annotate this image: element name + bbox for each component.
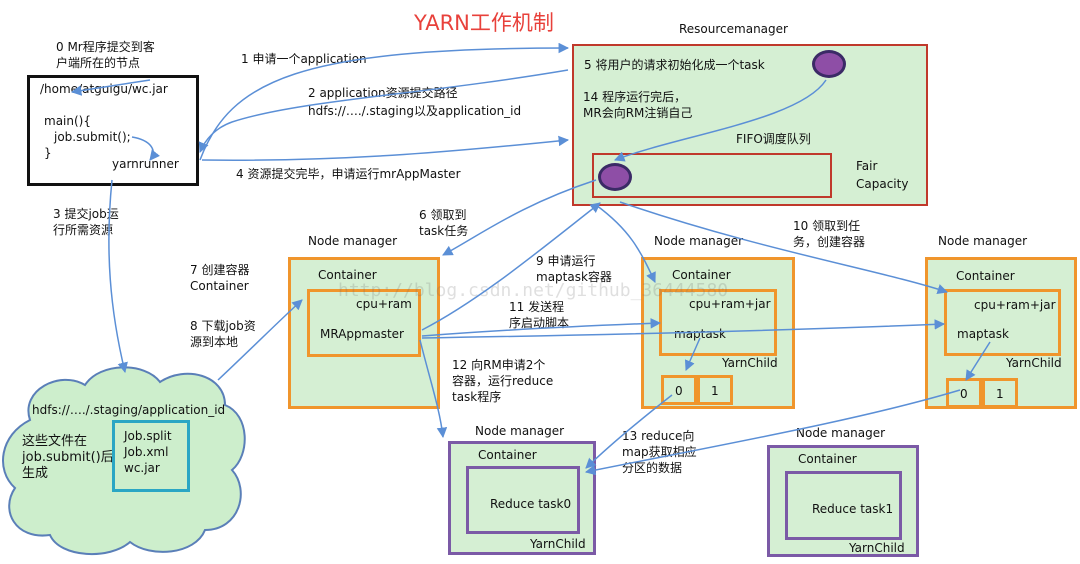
step-11-label: 11 发送程 序启动脚本	[509, 300, 570, 330]
arrow-code-to-path	[70, 79, 151, 96]
step-5-label: 5 将用户的请求初始化成一个task	[584, 58, 765, 72]
mrappmaster-label: MRAppmaster	[320, 327, 404, 341]
nm-red0-container	[466, 466, 580, 534]
arrow-step8	[217, 299, 303, 381]
map1-resources: cpu+ram+jar	[689, 297, 771, 311]
step-2-label-line1: 2 application资源提交路径	[308, 86, 458, 100]
step-10-label: 10 领取到任 务，创建容器	[793, 219, 866, 249]
map2-partition-0-label: 0	[960, 387, 968, 401]
map2-partition-1	[982, 378, 1018, 408]
step-9-label: 9 申请运行 maptask容器	[536, 254, 612, 284]
arrow-step4	[201, 135, 570, 161]
arrow-step12	[419, 339, 448, 439]
step-4-label: 4 资源提交完毕，申请运行mrAppMaster	[236, 167, 461, 181]
arrow-step3	[108, 179, 128, 374]
arrow-step13b	[584, 389, 961, 476]
client-node-box	[27, 75, 199, 186]
nm-am-container	[307, 289, 421, 357]
submit-code: job.submit();	[54, 130, 131, 144]
job-files-box	[112, 420, 190, 492]
fifo-label: FIFO调度队列	[736, 132, 811, 146]
hdfs-note: 这些文件在 job.submit()后 生成	[22, 434, 114, 481]
arrow-step9	[421, 202, 601, 331]
diagram-title: YARN工作机制	[414, 11, 554, 35]
arrow-step2	[198, 69, 569, 153]
step-1-label: 1 申请一个application	[241, 52, 367, 66]
map2-yarnchild: YarnChild	[1006, 356, 1062, 370]
nm-am-container-label: Container	[318, 268, 377, 282]
nm-am-label: Node manager	[308, 234, 398, 248]
nm-red1-container-label: Container	[798, 452, 857, 466]
nm-red0-box	[448, 441, 596, 555]
step-0-label: 0 Mr程序提交到客 户端所在的节点	[56, 40, 155, 70]
arrow-submit	[131, 136, 160, 161]
arrow-map1-partition	[684, 337, 701, 371]
fifo-queue	[592, 153, 832, 198]
map1-yarnchild: YarnChild	[722, 356, 778, 370]
yarnrunner-label: yarnrunner	[112, 157, 179, 171]
map1-partition-1-label: 1	[711, 384, 719, 398]
resourcemanager-label: Resourcemanager	[679, 22, 788, 36]
arrow-task-to-queue	[614, 79, 827, 162]
nm-am-box	[288, 257, 440, 409]
reduce-task0-label: Reduce task0	[490, 497, 572, 511]
nm-map1-label: Node manager	[654, 234, 744, 248]
map1-partition-0-label: 0	[675, 384, 683, 398]
step-3-label: 3 提交job运 行所需资源	[53, 207, 119, 237]
step-12-label: 12 向RM申请2个 容器，运行reduce task程序	[452, 358, 554, 404]
am-resources: cpu+ram	[356, 297, 412, 311]
reduce-task1-label: Reduce task1	[812, 502, 894, 516]
step-6-label: 6 领取到 task任务	[419, 208, 469, 238]
step-8-label: 8 下载job资 源到本地	[190, 319, 256, 349]
nm-red0-container-label: Container	[478, 448, 537, 462]
nm-map2-container	[944, 289, 1061, 356]
nm-red0-label: Node manager	[475, 424, 565, 438]
map1-task-label: maptask	[674, 327, 726, 341]
map2-task-label: maptask	[957, 327, 1009, 341]
map1-partition-1	[697, 375, 733, 405]
hdfs-path: hdfs://…./.staging/application_id	[32, 403, 226, 417]
capacity-label: Capacity	[856, 177, 909, 191]
arrow-step6	[442, 179, 597, 256]
nm-red1-label: Node manager	[796, 426, 886, 440]
main-code: main(){	[44, 114, 91, 128]
red1-yarnchild: YarnChild	[849, 541, 905, 555]
arrow-map2-partition	[965, 341, 991, 381]
step-2-label-line2: hdfs://…./.staging以及application_id	[308, 104, 522, 118]
step-14-label: 14 程序运行完后， MR会向RM注销自己	[583, 90, 693, 120]
red0-yarnchild: YarnChild	[530, 537, 586, 551]
nm-map2-label: Node manager	[938, 234, 1028, 248]
arrow-step1	[199, 42, 570, 161]
task-dot	[812, 50, 846, 78]
arrow-step10a	[595, 204, 656, 283]
arrow-step11a	[421, 318, 662, 337]
nm-red1-container	[785, 471, 902, 540]
brace-code: }	[44, 146, 52, 160]
arrow-step10b	[619, 201, 948, 295]
step-13-label: 13 reduce向 map获取相应 分区的数据	[622, 429, 697, 475]
arrow-step13a	[585, 394, 673, 469]
step-7-label: 7 创建容器 Container	[190, 263, 250, 293]
queued-task-dot	[598, 163, 632, 191]
map2-resources: cpu+ram+jar	[974, 298, 1056, 312]
arrow-step11b	[421, 319, 946, 339]
map1-partition-0	[661, 375, 697, 405]
job-files-list: Job.split Job.xml wc.jar	[124, 429, 172, 475]
map2-partition-1-label: 1	[996, 387, 1004, 401]
fair-label: Fair	[856, 159, 878, 173]
nm-map1-container-label: Container	[672, 268, 731, 282]
watermark: http://blog.csdn.net/github_36444580	[338, 280, 729, 301]
nm-map2-container-label: Container	[956, 269, 1015, 283]
